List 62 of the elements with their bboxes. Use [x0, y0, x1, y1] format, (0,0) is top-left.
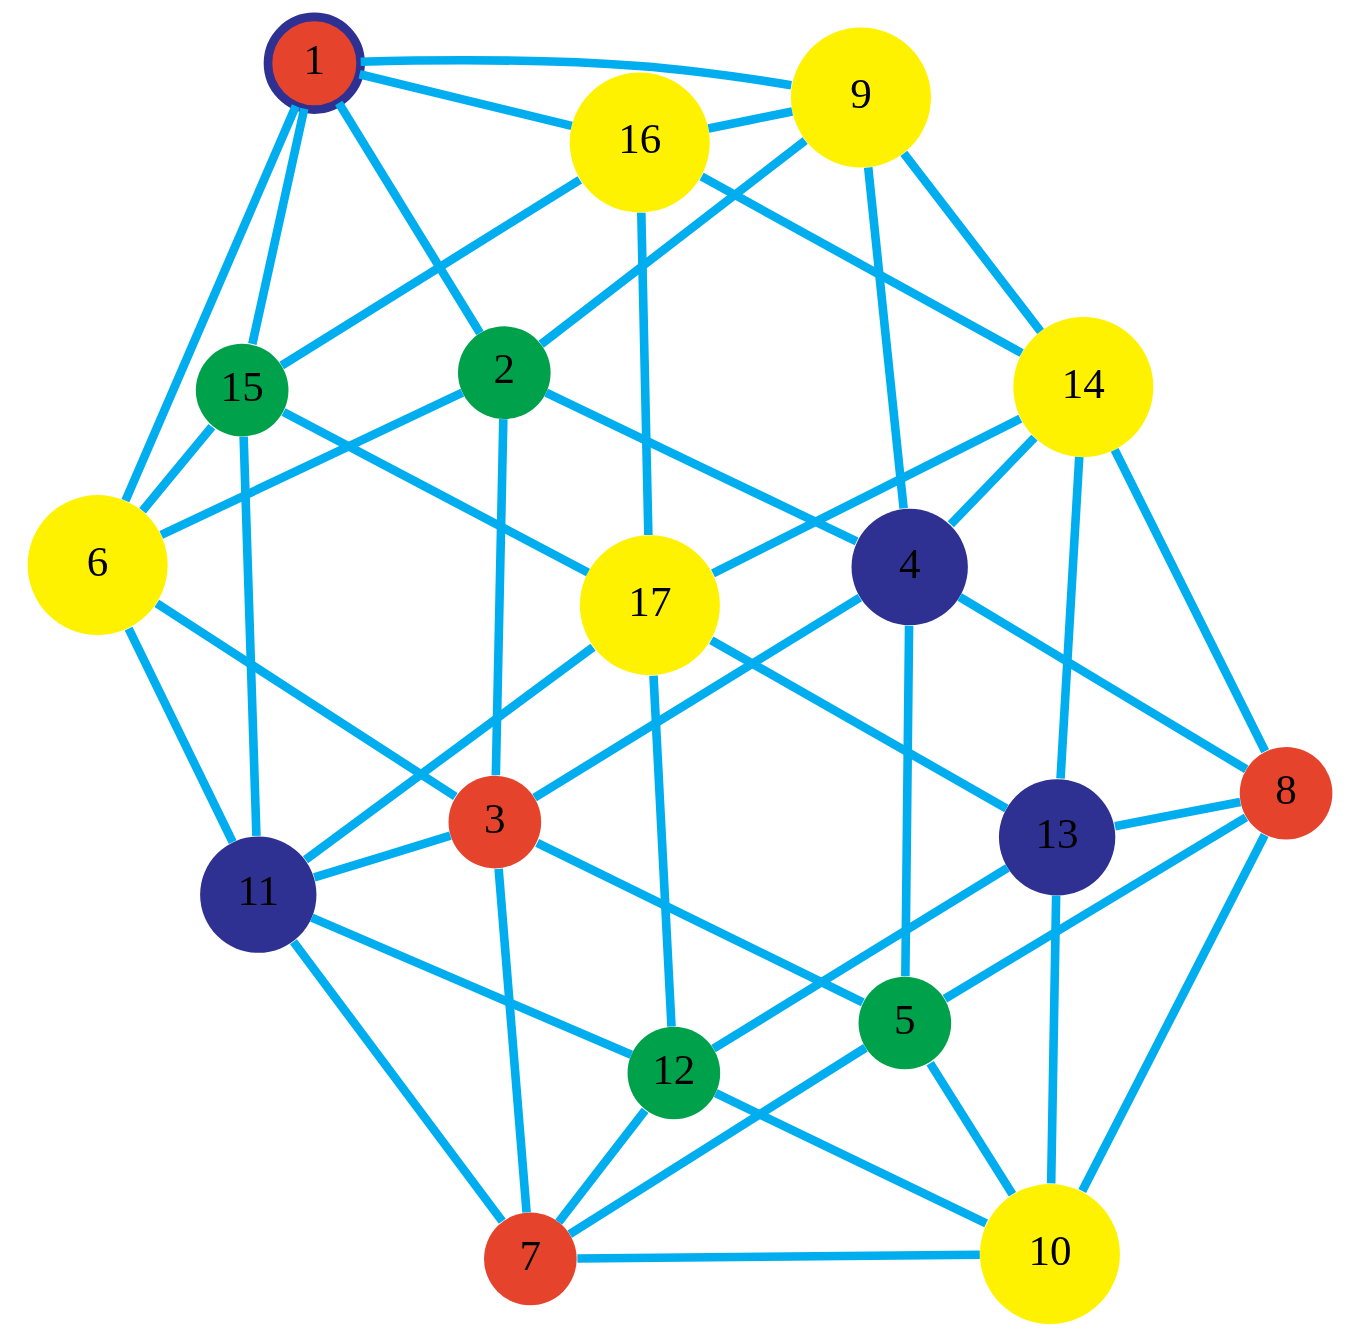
connector [532, 593, 863, 802]
node-circle: 5 [858, 976, 952, 1070]
connector [1110, 447, 1269, 754]
connector [567, 1044, 868, 1238]
connector [310, 913, 633, 1059]
connector [577, 1250, 980, 1263]
connector [121, 104, 300, 503]
connector [637, 212, 653, 536]
connector [707, 107, 794, 133]
connector [900, 150, 1044, 334]
connector [713, 1089, 988, 1228]
connector [926, 1060, 1017, 1197]
connector [711, 414, 1023, 578]
connector [709, 636, 1009, 813]
connector [154, 599, 458, 801]
node-circle: 17 [579, 535, 720, 676]
connector [901, 625, 914, 977]
connector [711, 864, 1010, 1053]
node-circle: 2 [458, 326, 551, 419]
connector [535, 838, 865, 1007]
connector [538, 137, 808, 348]
connector [699, 172, 1024, 357]
node-circle: 12 [627, 1026, 721, 1120]
connector [360, 56, 792, 90]
connector [279, 176, 583, 370]
connector [491, 418, 508, 776]
node-circle: 16 [569, 72, 710, 213]
connector [159, 388, 465, 539]
connector [139, 424, 216, 514]
connector [942, 813, 1249, 1003]
connector [281, 408, 590, 577]
connector [1114, 797, 1242, 831]
connector [335, 100, 484, 336]
node-circle: 8 [1239, 746, 1333, 840]
node-circle: 7 [484, 1212, 577, 1306]
connector [313, 831, 452, 882]
connector [358, 70, 573, 131]
connector [947, 434, 1038, 528]
node-circle: 3 [448, 775, 542, 869]
connector [494, 868, 531, 1213]
node-circle: 13 [998, 779, 1116, 896]
connector [302, 643, 596, 864]
connector [1046, 895, 1061, 1184]
connector [649, 675, 676, 1027]
connector [239, 436, 261, 836]
connector [544, 388, 859, 546]
connector [555, 1107, 649, 1225]
node-circle: 9 [790, 27, 931, 168]
connector [1056, 456, 1084, 779]
node-circle: 10 [979, 1184, 1120, 1325]
connector [957, 593, 1249, 773]
connector [290, 939, 506, 1224]
node-circle: 1 [263, 12, 365, 114]
node-circle: 6 [27, 495, 168, 636]
node-circle: 11 [200, 836, 317, 953]
connector [124, 626, 237, 845]
node-circle: 4 [851, 508, 968, 626]
connector [863, 167, 908, 509]
node-circle: 14 [1013, 316, 1154, 457]
node-circle: 15 [195, 343, 289, 437]
connector [248, 107, 309, 345]
connector [1078, 832, 1269, 1193]
